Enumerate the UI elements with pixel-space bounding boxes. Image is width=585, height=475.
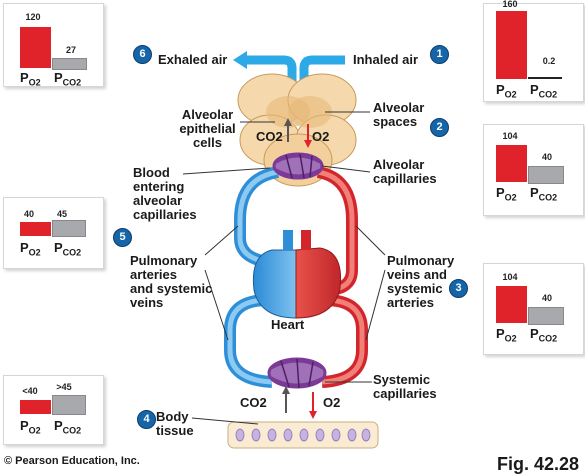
po2-bar <box>20 222 51 236</box>
po2-bar <box>496 286 527 323</box>
po2-bar <box>496 11 527 79</box>
po2-axis-label: PO2 <box>20 70 41 88</box>
step-1-marker: 1 <box>430 45 449 64</box>
body-tissue-cells <box>227 421 379 449</box>
alveolar-capillary-net <box>272 152 324 180</box>
po2-axis-label: PO2 <box>496 82 517 100</box>
pco2-axis-label: PCO2 <box>54 418 82 436</box>
po2-bar <box>20 27 51 68</box>
pco2-axis-label: PCO2 <box>54 240 82 258</box>
po2-axis-label: PO2 <box>496 326 517 344</box>
pressure-box-alveolar: 104 40 PO2 PCO2 <box>483 124 584 216</box>
exhaled-air-label: Exhaled air <box>158 52 228 67</box>
pco2-value: 45 <box>56 209 67 219</box>
leader-lines <box>182 111 386 425</box>
po2-bar <box>20 400 51 414</box>
step-6-marker: 6 <box>133 45 152 64</box>
po2-value: 120 <box>25 12 41 22</box>
pco2-bar <box>528 166 564 184</box>
po2-value: 104 <box>502 272 518 282</box>
pco2-value: 0.2 <box>542 56 556 66</box>
inhaled-air-label: Inhaled air <box>353 52 419 67</box>
po2-axis-label: PO2 <box>20 418 41 436</box>
po2-axis-label: PO2 <box>496 185 517 203</box>
airflow-arrows <box>233 51 345 85</box>
po2-value: 104 <box>502 131 518 141</box>
pressure-box-blood-entering: 40 45 PO2 PCO2 <box>3 197 104 269</box>
pco2-value: 27 <box>65 45 76 55</box>
step-3-marker: 3 <box>449 279 468 298</box>
pco2-axis-label: PCO2 <box>530 326 558 344</box>
heart-label: Heart <box>271 317 305 332</box>
copyright: © Pearson Education, Inc. <box>4 455 140 467</box>
pressure-box-body-tissue: <40 >45 PO2 PCO2 <box>3 375 104 445</box>
step-4-marker: 4 <box>137 410 156 429</box>
pressure-box-inhaled: 160 0.2 PO2 PCO2 <box>483 0 584 102</box>
systemic-capillary-net <box>267 357 327 389</box>
po2-bar <box>496 145 527 182</box>
co2-bottom-label: CO2 <box>240 395 267 410</box>
po2-value: <40 <box>22 386 38 396</box>
pco2-axis-label: PCO2 <box>530 82 558 100</box>
figure-number: Fig. 42.28 <box>497 454 580 474</box>
o2-top-label: O2 <box>312 129 330 144</box>
step-2-marker: 2 <box>430 118 449 137</box>
pco2-value: 40 <box>541 293 552 303</box>
heart <box>252 230 342 319</box>
o2-bottom-label: O2 <box>323 395 341 410</box>
pco2-bar <box>52 395 86 415</box>
pressure-box-exhaled: 120 27 PO2 PCO2 <box>3 3 104 88</box>
po2-axis-label: PO2 <box>20 240 41 258</box>
pco2-axis-label: PCO2 <box>530 185 558 203</box>
po2-value: 40 <box>23 209 34 219</box>
pco2-value: >45 <box>56 382 72 392</box>
pco2-bar <box>52 220 86 237</box>
pressure-box-pulmonary-veins: 104 40 PO2 PCO2 <box>483 263 584 355</box>
co2-top-label: CO2 <box>256 129 283 144</box>
pco2-value: 40 <box>541 152 552 162</box>
po2-value: 160 <box>502 0 518 9</box>
pco2-axis-label: PCO2 <box>54 70 82 88</box>
step-5-marker: 5 <box>113 228 132 247</box>
pco2-bar <box>52 58 87 70</box>
pco2-bar <box>528 77 562 79</box>
pco2-bar <box>528 307 564 325</box>
